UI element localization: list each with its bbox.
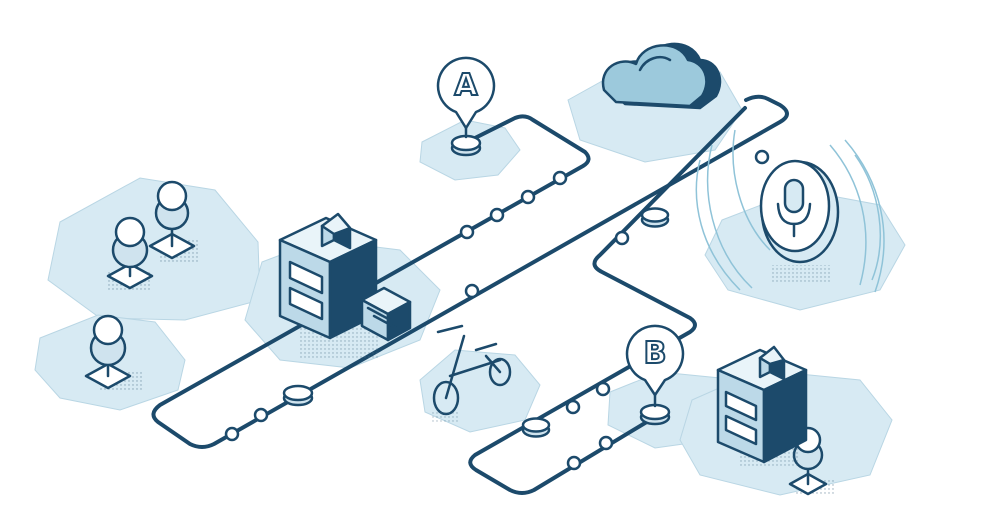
pin-b-label: B — [644, 336, 667, 371]
map-pin-b[interactable]: B — [625, 324, 685, 426]
route-node — [552, 170, 568, 186]
route-branch — [468, 106, 747, 495]
route-node — [459, 224, 475, 240]
route-node — [520, 189, 536, 205]
route-node — [224, 426, 240, 442]
stops — [282, 207, 670, 438]
route-nodes — [224, 149, 770, 471]
scooter-icon — [430, 324, 512, 422]
bus-stop-icon — [282, 384, 314, 407]
map-pin-icon — [625, 324, 685, 397]
route-node — [614, 230, 630, 246]
tree-icon — [84, 314, 144, 392]
tree-icon — [148, 180, 200, 262]
route-node — [464, 283, 480, 299]
building-icon — [716, 345, 808, 468]
route-node — [754, 149, 770, 165]
stairs-icon — [360, 286, 412, 342]
route-main — [151, 94, 789, 449]
map-pin-icon — [436, 56, 496, 130]
route-node — [253, 407, 269, 423]
bus-stop-icon — [640, 207, 670, 228]
building-icon — [278, 212, 380, 360]
chimney — [320, 212, 352, 250]
map-pin-a[interactable]: A — [436, 56, 496, 157]
chimney — [758, 345, 786, 381]
tree-icon — [788, 426, 835, 496]
route-network — [151, 94, 789, 495]
cloud-icon — [601, 42, 722, 110]
route-node — [595, 381, 611, 397]
tree-icon — [106, 216, 154, 292]
route-node — [598, 435, 614, 451]
pin-a-label: A — [454, 68, 478, 103]
route-node — [566, 455, 582, 471]
bus-stop-icon — [521, 417, 551, 438]
route-node — [565, 399, 581, 415]
route-node — [489, 207, 505, 223]
microphone-icon — [695, 129, 885, 293]
